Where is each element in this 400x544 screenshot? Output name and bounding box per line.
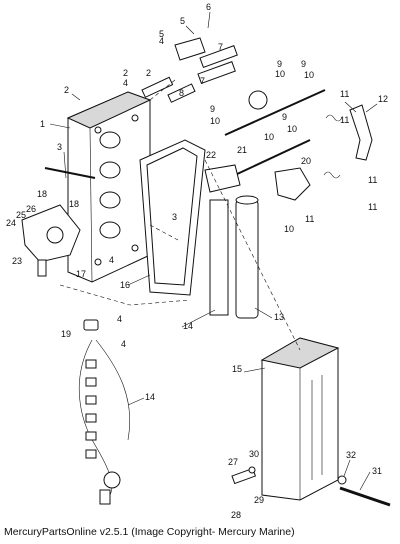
callout-11: 11 xyxy=(340,89,349,99)
callout-2: 2 xyxy=(64,85,69,95)
callout-7: 7 xyxy=(218,42,223,52)
callout-9: 9 xyxy=(277,59,282,69)
callout-4b: 4 xyxy=(159,36,164,46)
callout-11b: 11 xyxy=(340,115,349,125)
fuel-fittings-top xyxy=(141,37,238,103)
callout-4e: 4 xyxy=(121,339,126,349)
callout-10c: 10 xyxy=(210,116,220,126)
callout-26: 26 xyxy=(26,204,36,214)
callout-24: 24 xyxy=(6,218,16,228)
callout-4: 4 xyxy=(123,78,128,88)
callout-9c: 9 xyxy=(210,104,215,114)
copyright-caption: MercuryPartsOnline v2.5.1 (Image Copyrig… xyxy=(4,526,295,538)
assembly-guidelines xyxy=(59,79,301,351)
callout-17: 17 xyxy=(76,269,86,279)
callout-31: 31 xyxy=(372,466,382,476)
callout-3: 3 xyxy=(57,142,62,152)
callout-32: 32 xyxy=(346,450,356,460)
callout-28: 28 xyxy=(231,510,241,520)
callout-4d: 4 xyxy=(117,314,122,324)
callout-9d: 9 xyxy=(282,112,287,122)
callout-14: 14 xyxy=(183,321,193,331)
callout-22: 22 xyxy=(206,150,216,160)
exploded-parts-diagram: 1 2 2 2 3 3 4 4 4 4 4 5 5 6 7 7 8 9 9 9 … xyxy=(6,2,391,520)
callout-25: 25 xyxy=(16,210,26,220)
vertical-tubes xyxy=(209,195,259,319)
leader-lines xyxy=(49,11,378,491)
cover-part-15 xyxy=(260,337,340,501)
callout-11d: 11 xyxy=(368,202,377,212)
callout-9b: 9 xyxy=(301,59,306,69)
callout-5b: 5 xyxy=(159,29,164,39)
callout-20: 20 xyxy=(301,156,311,166)
bottom-fasteners xyxy=(231,466,391,507)
callout-labels: 1 2 2 2 3 3 4 4 4 4 4 5 5 6 7 7 8 9 9 9 … xyxy=(6,2,388,520)
callout-30: 30 xyxy=(249,449,259,459)
callout-11c: 11 xyxy=(368,175,377,185)
callout-4c: 4 xyxy=(109,255,114,265)
callout-16: 16 xyxy=(120,280,130,290)
callout-23: 23 xyxy=(12,256,22,266)
callout-7b: 7 xyxy=(200,76,205,86)
housing-part-1 xyxy=(66,91,152,283)
callout-2b: 2 xyxy=(123,68,128,78)
left-side-components xyxy=(21,167,96,277)
throttle-linkage xyxy=(224,89,373,179)
callout-11e: 11 xyxy=(305,214,314,224)
callout-18b: 18 xyxy=(69,199,79,209)
wiring-harness xyxy=(78,319,131,505)
callout-10: 10 xyxy=(275,69,285,79)
callout-27: 27 xyxy=(228,457,238,467)
callout-19: 19 xyxy=(61,329,71,339)
callout-12: 12 xyxy=(378,94,388,104)
callout-10d: 10 xyxy=(287,124,297,134)
callout-3b: 3 xyxy=(172,212,177,222)
callout-10e: 10 xyxy=(264,132,274,142)
callout-5: 5 xyxy=(180,16,185,26)
callout-14b: 14 xyxy=(145,392,155,402)
callout-10b: 10 xyxy=(304,70,314,80)
callout-18: 18 xyxy=(37,189,47,199)
callout-8: 8 xyxy=(179,88,184,98)
callout-21: 21 xyxy=(237,145,247,155)
gasket-part-16 xyxy=(139,139,206,296)
callout-13: 13 xyxy=(274,312,284,322)
callout-29: 29 xyxy=(254,495,264,505)
callout-15: 15 xyxy=(232,364,242,374)
callout-6: 6 xyxy=(206,2,211,12)
callout-1: 1 xyxy=(40,119,45,129)
callout-2c: 2 xyxy=(146,68,151,78)
enrichener-bracket xyxy=(204,164,311,201)
callout-10f: 10 xyxy=(284,224,294,234)
